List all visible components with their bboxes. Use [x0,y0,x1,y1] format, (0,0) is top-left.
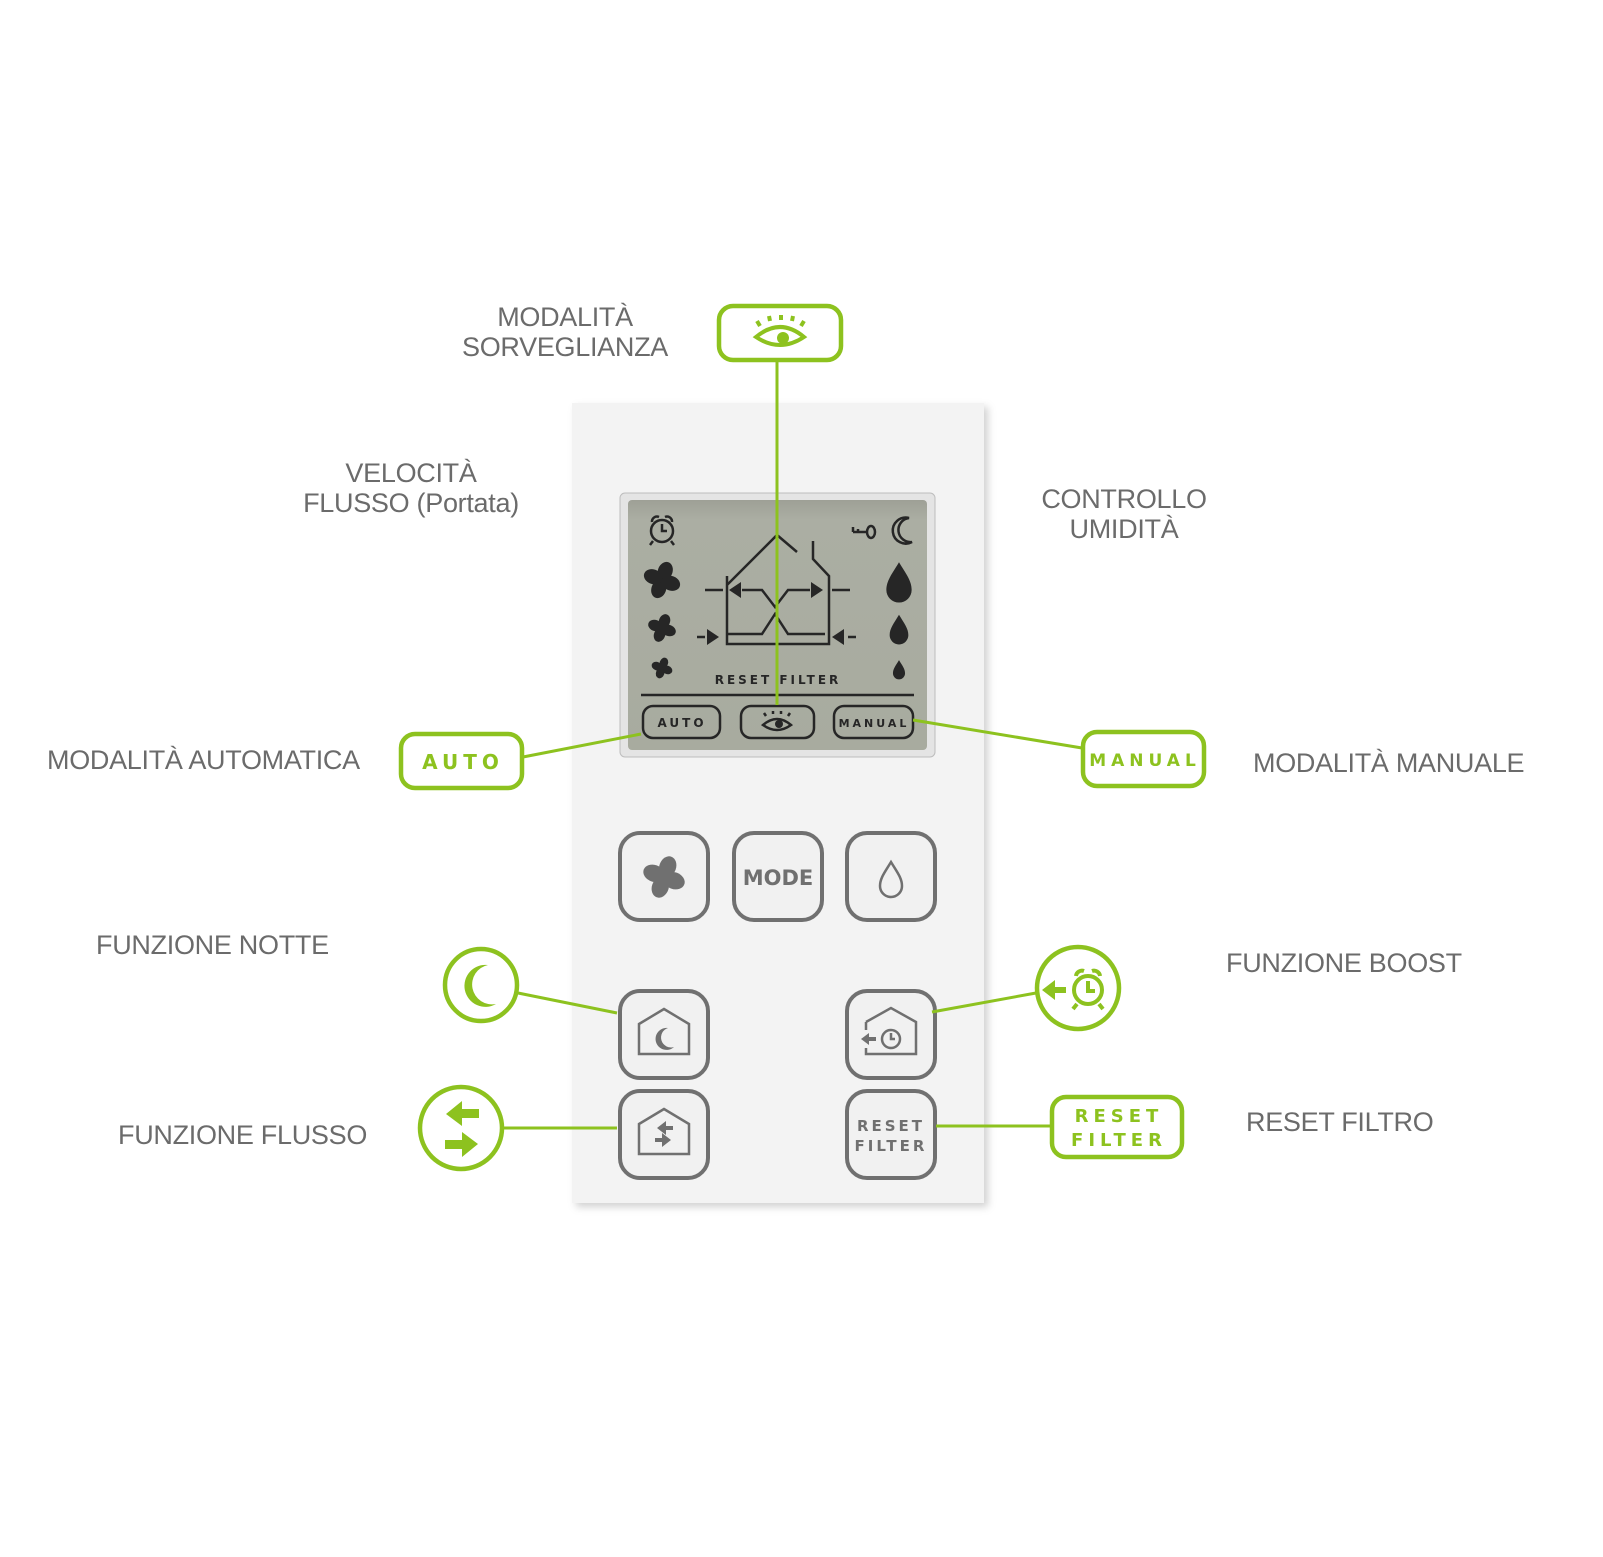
alarm-clock-icon [880,1028,902,1050]
eye-pupil [775,720,783,728]
label-auto-mode: MODALITÀ AUTOMATICA [47,745,360,775]
label-night: FUNZIONE NOTTE [96,930,329,960]
moon-icon [891,516,913,545]
house-icon [864,1006,918,1056]
flow-arrows-icon [445,1101,479,1157]
boost-callout [1034,944,1122,1032]
arrow-left-icon [729,582,741,598]
auto-callout [398,731,525,791]
arrow-right-icon [707,629,719,645]
eye-icon [752,315,808,347]
label-reset-filter: RESET FILTRO [1246,1107,1434,1137]
manual-callout-text: MANUAL [1089,751,1201,771]
mode-button[interactable] [732,831,824,922]
boost-icon [1071,968,1105,1011]
night-button[interactable] [618,989,710,1080]
label-flow: FUNZIONE FLUSSO [118,1120,368,1150]
reset-button-label-1: RESET [857,1117,925,1135]
arrow-left-icon [832,629,844,645]
moon-icon [464,964,496,1007]
key-icon [851,524,877,540]
flow-arrows-icon [655,1121,673,1147]
reset-filter-button[interactable] [845,1089,937,1180]
arrow-left-icon [861,1033,869,1045]
callout-lines [503,361,1083,1130]
reset-callout-text-2: FILTER [1071,1130,1167,1151]
moon-icon [655,1027,674,1050]
mode-button-label: MODE [743,866,814,890]
house-icon [637,1107,691,1156]
reset-filter-callout [1049,1094,1185,1160]
reset-callout-text-1: RESET [1075,1106,1164,1127]
lcd-manual-text: MANUAL [839,717,910,730]
reset-button-label-2: FILTER [855,1137,928,1155]
arrow-right-icon [811,582,823,598]
flow-button[interactable] [618,1089,710,1180]
house-icon [637,1007,691,1056]
night-callout [442,946,520,1024]
manual-callout [1080,729,1207,789]
lcd-auto-text: AUTO [657,716,706,730]
humidity-button[interactable] [845,831,937,922]
label-manual-mode: MODALITÀ MANUALE [1253,748,1525,778]
flow-callout [417,1084,505,1172]
label-boost: FUNZIONE BOOST [1226,948,1462,978]
alarm-clock-icon [649,515,675,546]
auto-callout-text: AUTO [422,750,504,774]
